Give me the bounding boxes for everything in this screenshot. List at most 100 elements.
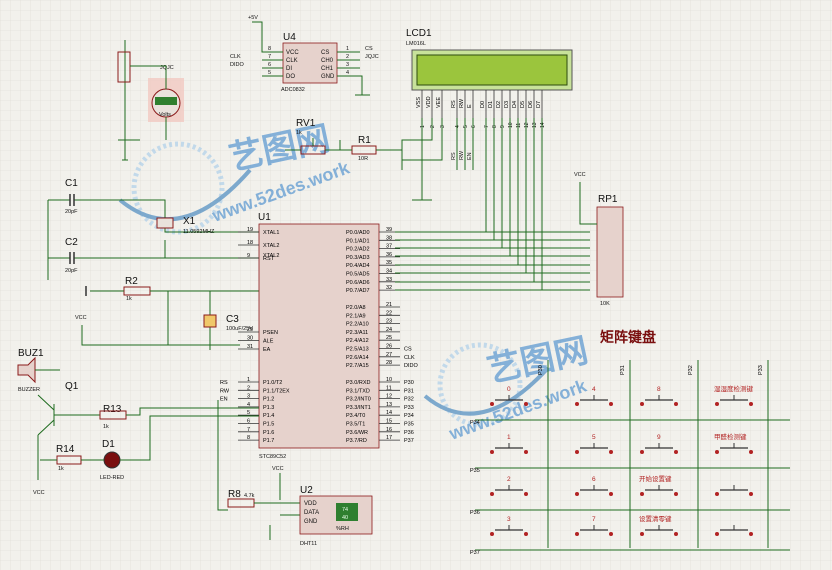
net-label: P37 <box>404 438 414 444</box>
u1-pin-label: P0.4/AD4 <box>346 263 370 269</box>
u4-pin-num: 7 <box>268 54 271 60</box>
net-label: P31 <box>404 388 414 394</box>
rv1-potentiometer[interactable]: RV1 1k <box>285 118 341 155</box>
keypad-key-label: 1 <box>507 434 511 441</box>
u1-pin-num: 5 <box>247 410 250 416</box>
keypad-key[interactable]: 开始设置键 <box>639 474 678 496</box>
u1-pin-label: P2.2/A10 <box>346 322 369 328</box>
keypad-key-label: 5 <box>592 434 596 441</box>
lcd-pin-label: D1 <box>488 101 494 108</box>
keypad-column-label: P31 <box>620 365 626 375</box>
keypad-key[interactable]: 5 <box>575 434 613 454</box>
u1-pin-num: 33 <box>386 277 392 283</box>
lcd1[interactable]: LCD1 LM016L VSS1VDD2VEE3RS4RW5E6D07D18D2… <box>401 28 573 201</box>
u4-pin-label: DO <box>286 74 295 80</box>
lcd-pin-num: 6 <box>471 125 477 128</box>
keypad-key[interactable]: 1 <box>490 434 528 454</box>
lcd-pin-num: 14 <box>540 122 546 128</box>
keypad-row-label: P36 <box>470 510 480 516</box>
u4-pin-num: 2 <box>346 54 349 60</box>
u1-pin-num: 1 <box>247 377 250 383</box>
crystal-oscillator[interactable]: C1 20pF C2 20pF X1 11.0592MHZ <box>47 178 260 280</box>
u1-ref: U1 <box>258 212 271 223</box>
u1-pin-label: P1.2 <box>263 397 274 403</box>
u1-pin-num: 10 <box>386 377 392 383</box>
rp1-resistor-pack[interactable]: RP1 10K VCC <box>574 172 624 307</box>
keypad-key[interactable]: 甲醛检测键 <box>714 432 753 454</box>
lcd-pin-num: 5 <box>463 125 469 128</box>
u4-pin-num: 8 <box>268 46 271 52</box>
keypad-key[interactable] <box>715 525 753 536</box>
r1-value: 10R <box>358 156 368 162</box>
net-label: CLK <box>230 54 241 60</box>
u4-pin-num: 5 <box>268 70 271 76</box>
u1-pin-num: 28 <box>386 360 392 366</box>
u1-pin-num: 3 <box>247 394 250 400</box>
reset-circuit[interactable]: R2 1k C3 100uF/25V VCC <box>75 276 260 350</box>
d1-ref: D1 <box>102 439 115 450</box>
keypad-key[interactable]: 8 <box>640 386 678 406</box>
net-label: DIDO <box>230 62 244 68</box>
vcc-label: VCC <box>272 466 284 472</box>
lcd-pin-num: 12 <box>524 122 530 128</box>
u4-pin-num: 6 <box>268 62 271 68</box>
u1-pin-num: 21 <box>386 302 392 308</box>
net-label: CS <box>365 46 373 52</box>
u1-pin-label: P2.1/A9 <box>346 313 366 319</box>
u1-pin-label: P1.7 <box>263 438 274 444</box>
buzzer-driver[interactable]: BUZ1 BUZZER Q1 R13 1k VCC R14 1k D1 LED-… <box>17 348 259 496</box>
keypad-key[interactable]: 湿湿度检测键 <box>714 384 754 406</box>
dht11-temp-readout: 74 <box>342 507 348 513</box>
keypad-key[interactable] <box>715 485 753 496</box>
keypad-key-label: 9 <box>657 434 661 441</box>
keypad-column-label: P30 <box>538 365 544 375</box>
u1-pin-num: 2 <box>247 385 250 391</box>
keypad-key[interactable]: 7 <box>575 516 613 536</box>
dht11-u2[interactable]: VCC R8 4.7k U2 VDD DATA GND 74 40 %RH DH… <box>217 400 373 547</box>
u1-pin-num: 13 <box>386 402 392 408</box>
lcd-pin-label: D5 <box>520 101 526 108</box>
u1-pin-label: ALE <box>263 339 274 345</box>
rp1-value: 10K <box>600 301 610 307</box>
keypad-key[interactable]: 9 <box>640 434 678 454</box>
u1-pin-label: P0.3/AD3 <box>346 255 370 261</box>
u1-pin-num: 14 <box>386 410 392 416</box>
r1-resistor[interactable]: R1 10R <box>340 135 402 162</box>
supply-label: +5V <box>248 15 258 21</box>
u4-pin-label: CH1 <box>321 66 334 72</box>
keypad-column-label: P33 <box>758 365 764 375</box>
adc0832-u4[interactable]: U4 ADC0832 VCC CLK DI DO CS CH0 CH1 GND … <box>230 15 379 96</box>
u1-pin-label: P0.0/AD0 <box>346 230 370 236</box>
keypad-key[interactable]: 设置清零键 <box>639 514 678 536</box>
u2-pin-label: DATA <box>304 510 319 516</box>
c1-ref: C1 <box>65 178 78 189</box>
keypad-key[interactable]: 6 <box>575 476 613 496</box>
u1-pin-label: RST <box>263 256 275 262</box>
u1-pin-num: 12 <box>386 394 392 400</box>
keypad-key[interactable]: 2 <box>490 476 528 496</box>
keypad-column-label: P32 <box>688 365 694 375</box>
u4-pin-label: DI <box>286 66 292 72</box>
voltmeter[interactable]: Volts JQJC <box>117 40 184 161</box>
r8-ref: R8 <box>228 489 241 500</box>
keypad-key-label: 4 <box>592 386 596 393</box>
keypad-key-label: 7 <box>592 516 596 523</box>
lcd-pin-num: 3 <box>440 125 446 128</box>
lcd-pin-label: VSS <box>416 97 422 108</box>
lcd-pin-label: D6 <box>528 101 534 108</box>
r8-value: 4.7k <box>244 493 255 499</box>
buz1-value: BUZZER <box>18 387 40 393</box>
u1-pin-label: P0.6/AD6 <box>346 280 370 286</box>
keypad-row-label: P35 <box>470 468 480 474</box>
u1-pin-label: PSEN <box>263 330 278 336</box>
keypad-key[interactable]: 0 <box>490 386 528 406</box>
u4-ref: U4 <box>283 32 296 43</box>
keypad-key[interactable]: 3 <box>490 516 528 536</box>
u1-pin-label: P3.7/RD <box>346 438 367 444</box>
dht11-humidity-readout: 40 <box>342 515 348 521</box>
keypad-key[interactable]: 4 <box>575 386 613 406</box>
lcd-pin-num: 2 <box>430 125 436 128</box>
rv1-value: 1k <box>296 130 302 136</box>
